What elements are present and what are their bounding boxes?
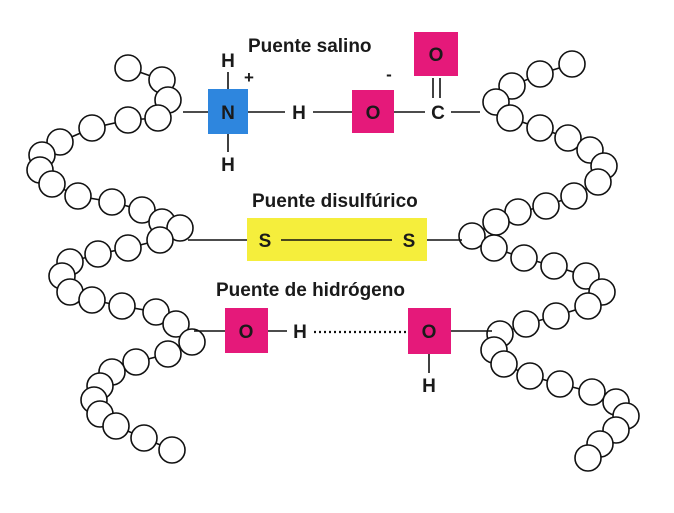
oxygen-box-double <box>414 32 458 76</box>
oxygen-atom-salt: O <box>366 103 381 124</box>
oxygen-atom-hbond-right: O <box>422 322 437 343</box>
hydrogen-top: H <box>221 51 235 72</box>
amino-acid-bead <box>532 192 560 220</box>
amino-acid-bead <box>558 50 586 78</box>
oxygen-box-salt <box>352 90 394 133</box>
amino-acid-bead <box>584 168 612 196</box>
amino-acid-bead <box>482 208 510 236</box>
negative-charge: - <box>386 65 392 84</box>
amino-acid-bead <box>574 292 602 320</box>
amino-acid-bead <box>540 252 568 280</box>
amino-acid-bead <box>526 60 554 88</box>
hydrogen-bridge-group: Puente de hidrógeno O H O H <box>194 280 492 397</box>
amino-acid-bead <box>560 182 588 210</box>
amino-acid-bead <box>130 424 158 452</box>
amino-acid-bead <box>78 114 106 142</box>
sulfur-atom-left: S <box>259 231 272 252</box>
amino-acid-bead <box>154 340 182 368</box>
amino-acid-bead <box>510 244 538 272</box>
amino-acid-bead <box>122 348 150 376</box>
amino-acid-bead <box>158 436 186 464</box>
amino-acid-bead <box>526 114 554 142</box>
disulfide-bridge-group: Puente disulfúrico S S <box>188 191 462 261</box>
amino-acid-bead <box>114 54 142 82</box>
amino-acid-bead <box>546 370 574 398</box>
hydrogen-hbond-bottom: H <box>422 376 436 397</box>
oxygen-atom-double: O <box>429 45 444 66</box>
oxygen-box-hbond-right <box>408 308 451 354</box>
amino-acid-bead <box>114 234 142 262</box>
amino-acid-bead <box>84 240 112 268</box>
hydrogen-bottom: H <box>221 155 235 176</box>
amino-acid-bead <box>78 286 106 314</box>
amino-acid-bead <box>128 196 156 224</box>
amino-acid-bead <box>166 214 194 242</box>
amino-acid-bead <box>554 124 582 152</box>
polypeptide-chains <box>26 50 640 472</box>
amino-acid-bead <box>108 292 136 320</box>
amino-acid-bead <box>114 106 142 134</box>
right-chain-backbone <box>470 63 627 459</box>
amino-acid-bead <box>496 104 524 132</box>
oxygen-box-hbond-left <box>225 308 268 353</box>
salt-bridge-group: Puente salino N H + H H O - C O <box>183 32 480 176</box>
amino-acid-bead <box>542 302 570 330</box>
carbon-atom: C <box>431 103 445 124</box>
positive-charge: + <box>244 68 254 87</box>
amino-acid-bead <box>98 188 126 216</box>
amino-acid-bead <box>458 222 486 250</box>
amino-acid-bead <box>578 378 606 406</box>
amino-acid-bead <box>490 350 518 378</box>
amino-acid-bead <box>162 310 190 338</box>
amino-acid-bead <box>178 328 206 356</box>
amino-acid-bead <box>512 310 540 338</box>
amino-acid-bead <box>574 444 602 472</box>
hydrogen-middle: H <box>292 103 306 124</box>
amino-acid-bead <box>516 362 544 390</box>
hydrogen-bridge-label: Puente de hidrógeno <box>216 280 405 301</box>
amino-acid-bead <box>102 412 130 440</box>
salt-bridge-label: Puente salino <box>248 36 372 57</box>
amino-acid-bead <box>38 170 66 198</box>
nitrogen-atom: N <box>221 103 235 124</box>
amino-acid-bead <box>480 234 508 262</box>
nitrogen-box <box>208 89 248 134</box>
amino-acid-bead <box>64 182 92 210</box>
amino-acid-bead <box>146 226 174 254</box>
hydrogen-hbond: H <box>293 322 307 343</box>
amino-acid-bead <box>142 298 170 326</box>
oxygen-atom-hbond-left: O <box>239 322 254 343</box>
sulfur-atom-right: S <box>403 231 416 252</box>
amino-acid-bead <box>144 104 172 132</box>
disulfide-bridge-label: Puente disulfúrico <box>252 191 418 212</box>
